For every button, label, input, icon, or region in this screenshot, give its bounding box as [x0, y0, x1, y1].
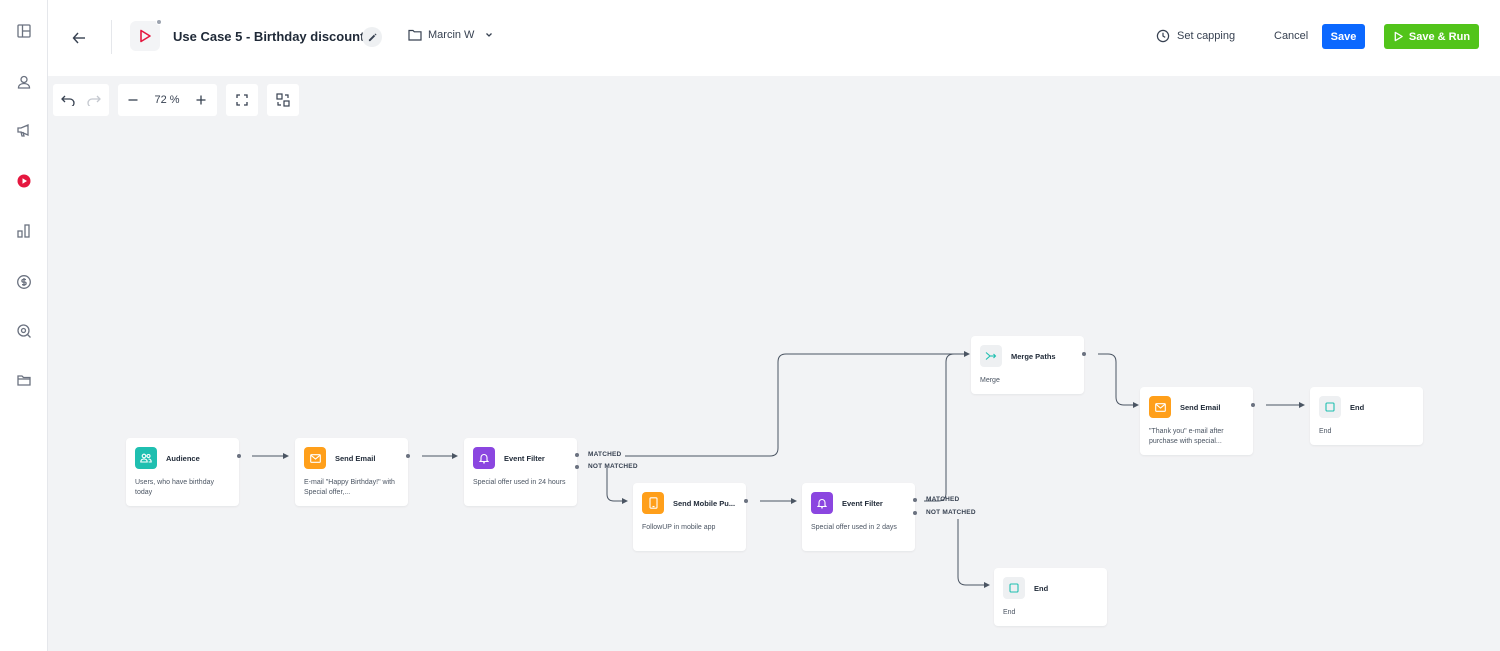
undo-button[interactable] [55, 84, 81, 116]
chevron-down-icon [486, 33, 493, 37]
fullscreen-button[interactable] [226, 84, 258, 116]
bell-icon [811, 492, 833, 514]
not-matched-port[interactable] [575, 465, 579, 469]
currency-icon[interactable] [14, 272, 34, 292]
output-port[interactable] [237, 454, 241, 458]
workflow-connections [252, 351, 1305, 588]
not-matched-label: NOT MATCHED [588, 463, 638, 470]
node-description: End [1003, 609, 1016, 616]
node-description: End [1319, 428, 1332, 435]
status-dot [156, 19, 162, 25]
left-nav [0, 0, 48, 651]
workflow-canvas[interactable]: 72 % Audienc [48, 76, 1500, 651]
node-title: Send Email [1180, 403, 1221, 412]
minus-icon [128, 99, 138, 101]
output-port[interactable] [1251, 403, 1255, 407]
megaphone-icon[interactable] [14, 120, 34, 140]
automation-icon [130, 19, 162, 51]
matched-label: MATCHED [588, 451, 622, 458]
square-icon [1003, 577, 1025, 599]
merge-paths-node[interactable]: Merge Paths Merge [971, 336, 1086, 394]
send-mobile-push-node[interactable]: Send Mobile Pu... FollowUP in mobile app [633, 483, 748, 551]
send-email-node[interactable]: Send Email "Thank you" e-mail after purc… [1140, 387, 1255, 455]
node-title: Event Filter [842, 499, 883, 508]
square-icon [1319, 396, 1341, 418]
pencil-icon [368, 32, 377, 41]
auto-layout-button[interactable] [267, 84, 299, 116]
node-description: E-mail "Happy Birthday!" with Special of… [304, 479, 395, 496]
play-icon [1394, 31, 1403, 42]
redo-button[interactable] [81, 84, 107, 116]
zoom-controls: 72 % [118, 84, 217, 116]
event-filter-node[interactable]: Event Filter Special offer used in 2 day… [802, 483, 915, 551]
user-icon[interactable] [14, 72, 34, 92]
node-title: End [1034, 584, 1049, 593]
node-title: Audience [166, 454, 200, 463]
node-description: FollowUP in mobile app [642, 524, 716, 531]
node-title: Send Email [335, 454, 376, 463]
zoom-out-button[interactable] [120, 84, 146, 116]
end-node[interactable]: End End [994, 568, 1107, 626]
edit-title-button[interactable] [362, 27, 382, 47]
node-description: Merge [980, 377, 1000, 384]
matched-label: MATCHED [926, 496, 960, 503]
users-icon [135, 447, 157, 469]
node-title: Merge Paths [1011, 352, 1056, 361]
layout-icon[interactable] [14, 21, 34, 41]
undo-icon [61, 95, 75, 106]
header-divider [111, 20, 112, 54]
layout-arrange-icon [276, 93, 290, 107]
folder-selector[interactable]: Marcin W [408, 29, 494, 41]
save-button[interactable]: Save [1322, 24, 1365, 49]
plus-icon [196, 95, 206, 105]
top-header: Use Case 5 - Birthday discount Marcin W … [48, 0, 1500, 76]
send-email-node[interactable]: Send Email E-mail "Happy Birthday!" with… [295, 438, 410, 506]
node-title: Event Filter [504, 454, 545, 463]
save-and-run-button[interactable]: Save & Run [1384, 24, 1479, 49]
folder-icon[interactable] [14, 370, 34, 390]
fullscreen-icon [236, 94, 248, 106]
zoom-level: 72 % [154, 94, 180, 106]
mobile-icon [642, 492, 664, 514]
set-capping-button[interactable]: Set capping [1156, 29, 1235, 43]
matched-port[interactable] [913, 498, 917, 502]
output-port[interactable] [1082, 352, 1086, 356]
node-description: Special offer used in 24 hours [473, 479, 566, 486]
audience-node[interactable]: Audience Users, who have birthday today [126, 438, 241, 506]
back-arrow-icon[interactable] [68, 27, 90, 49]
node-title: End [1350, 403, 1365, 412]
not-matched-port[interactable] [913, 511, 917, 515]
merge-icon [980, 345, 1002, 367]
save-and-run-label: Save & Run [1408, 30, 1471, 43]
end-node[interactable]: End End [1310, 387, 1423, 445]
automation-play-icon[interactable] [14, 171, 34, 191]
bell-icon [473, 447, 495, 469]
node-title: Send Mobile Pu... [673, 499, 736, 508]
clock-icon [1156, 29, 1170, 43]
page-title: Use Case 5 - Birthday discount [173, 29, 365, 44]
redo-icon [87, 95, 101, 106]
set-capping-label: Set capping [1177, 30, 1236, 42]
node-description: "Thank you" e-mail after purchase with s… [1149, 428, 1224, 445]
zoom-in-button[interactable] [188, 84, 214, 116]
event-filter-node[interactable]: Event Filter Special offer used in 24 ho… [464, 438, 577, 506]
not-matched-label: NOT MATCHED [926, 509, 976, 516]
search-target-icon[interactable] [14, 321, 34, 341]
mail-icon [1149, 396, 1171, 418]
node-description: Users, who have birthday today [135, 479, 214, 496]
mail-icon [304, 447, 326, 469]
matched-port[interactable] [575, 453, 579, 457]
folder-name: Marcin W [428, 29, 475, 41]
analytics-icon[interactable] [14, 221, 34, 241]
folder-icon [408, 29, 422, 41]
output-port[interactable] [406, 454, 410, 458]
node-description: Special offer used in 2 days [811, 524, 897, 531]
output-port[interactable] [744, 499, 748, 503]
history-controls [53, 84, 109, 116]
cancel-button[interactable]: Cancel [1274, 30, 1309, 42]
